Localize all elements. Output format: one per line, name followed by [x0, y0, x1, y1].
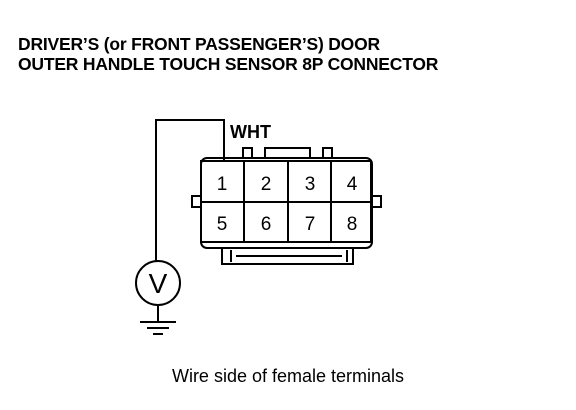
pin-number: 4 [347, 174, 358, 195]
title-line-2: OUTER HANDLE TOUCH SENSOR 8P CONNECTOR [18, 54, 439, 74]
diagram-caption: Wire side of female terminals [171, 366, 405, 386]
pin-number: 7 [305, 214, 316, 235]
connector-top-tab-left [242, 147, 253, 159]
connector-lock-tab [264, 147, 311, 158]
pin-number: 3 [305, 174, 316, 195]
connector-side-key-left [191, 195, 202, 208]
ground-icon [140, 321, 176, 335]
title-line-1: DRIVER’S (or FRONT PASSENGER’S) DOOR [18, 34, 380, 54]
voltmeter-symbol: V [149, 268, 168, 299]
connector-top-tab-right [322, 147, 333, 159]
pin-number: 6 [261, 214, 272, 235]
probe-wire [155, 119, 225, 262]
diagram-title: DRIVER’S (or FRONT PASSENGER’S) DOOR OUT… [18, 34, 438, 74]
pin-number: 8 [347, 214, 358, 235]
wire-color-label: WHT [230, 122, 271, 142]
pin-number: 5 [217, 214, 228, 235]
pin-number: 2 [261, 174, 272, 195]
connector-bottom-rail [221, 247, 354, 265]
connector-side-key-right [371, 195, 382, 208]
pin-number: 1 [217, 174, 228, 195]
